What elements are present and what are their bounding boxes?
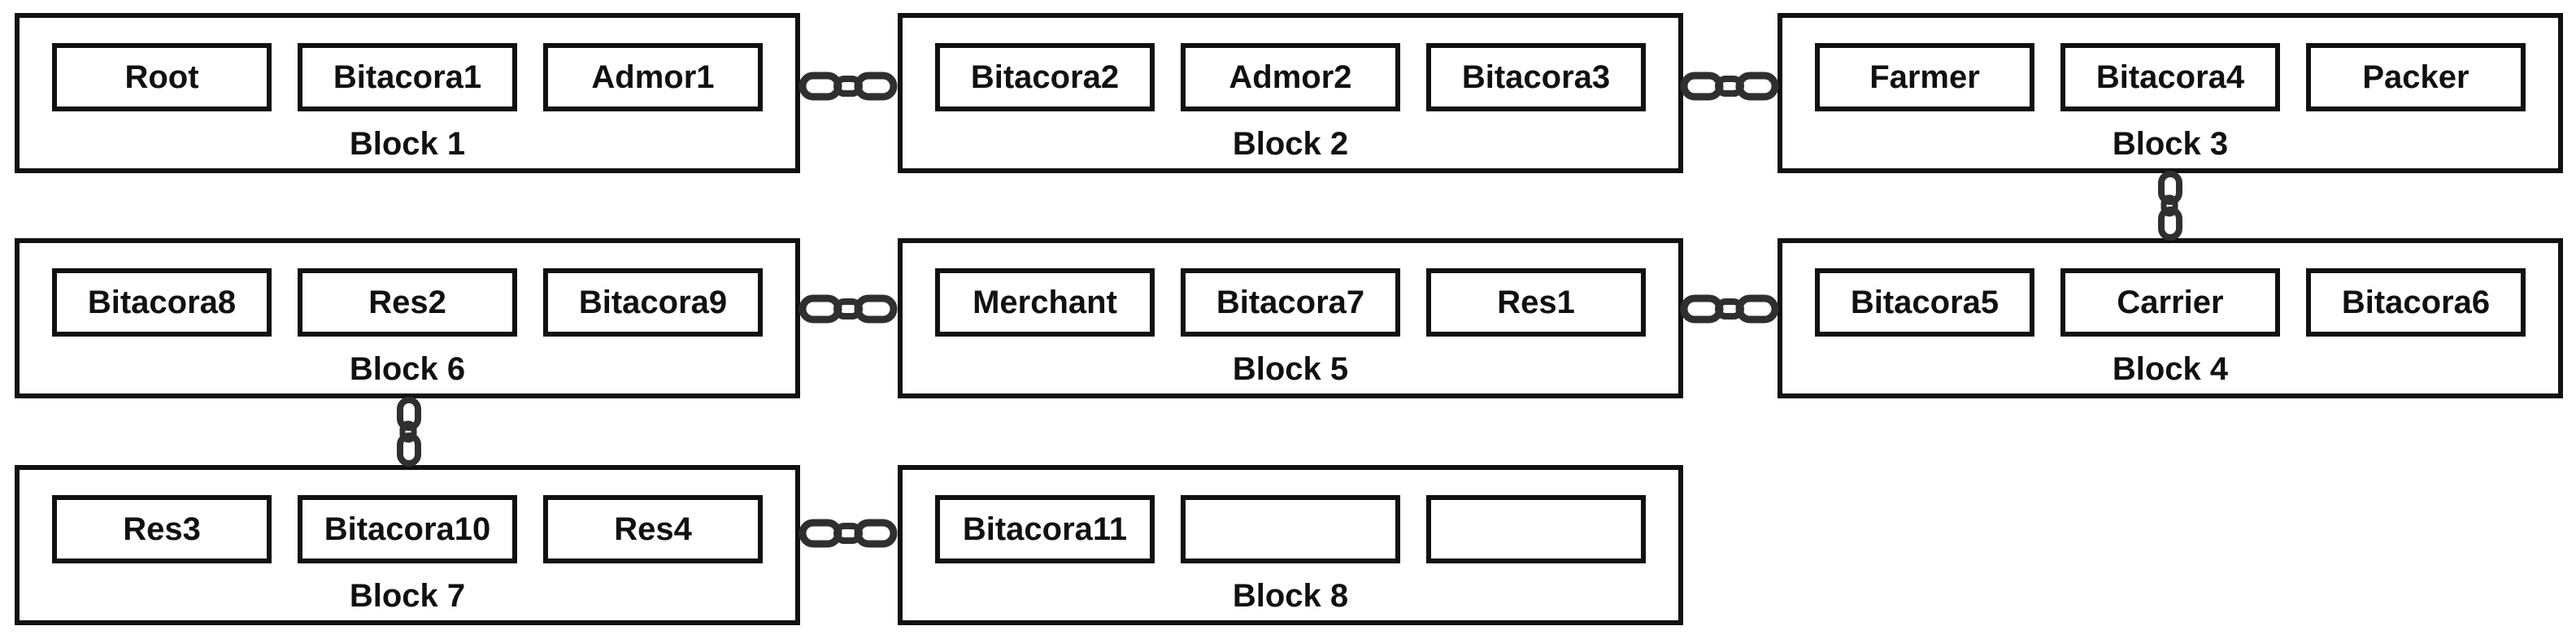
chain-link-icon-block6-block7 — [397, 397, 421, 467]
cell-res3: Res3 — [52, 495, 272, 563]
cell-farmer: Farmer — [1815, 43, 2034, 111]
cell-bitacora10: Bitacora10 — [298, 495, 517, 563]
cell-res1: Res1 — [1426, 268, 1646, 337]
chain-link-icon-block5-block4 — [1680, 294, 1779, 324]
cell-root: Root — [52, 43, 272, 111]
block-7-cells: Res3 Bitacora10 Res4 — [20, 495, 795, 563]
block-1-cells: Root Bitacora1 Admor1 — [20, 43, 795, 111]
cell-bitacora3: Bitacora3 — [1426, 43, 1646, 111]
chain-link-icon-block6-block5 — [798, 294, 898, 324]
block-8-label: Block 8 — [1232, 578, 1349, 614]
chain-link-icon-block3-block4 — [2158, 171, 2182, 241]
cell-bitacora6: Bitacora6 — [2306, 268, 2526, 337]
block-7-label: Block 7 — [349, 578, 466, 614]
block-4: Bitacora5 Carrier Bitacora6 Block 4 — [1778, 238, 2563, 398]
cell-bitacora7: Bitacora7 — [1181, 268, 1400, 337]
block-1-label: Block 1 — [349, 126, 466, 162]
block-5-cells: Merchant Bitacora7 Res1 — [903, 268, 1678, 337]
cell-merchant: Merchant — [935, 268, 1155, 337]
cell-empty-1 — [1181, 495, 1400, 563]
block-3-label: Block 3 — [2112, 126, 2229, 162]
chain-link-icon-block1-block2 — [798, 72, 898, 101]
block-2-cells: Bitacora2 Admor2 Bitacora3 — [903, 43, 1678, 111]
block-2: Bitacora2 Admor2 Bitacora3 Block 2 — [898, 13, 1683, 173]
block-7: Res3 Bitacora10 Res4 Block 7 — [15, 465, 800, 625]
cell-bitacora11: Bitacora11 — [935, 495, 1155, 563]
block-4-label: Block 4 — [2112, 351, 2229, 387]
cell-res2: Res2 — [298, 268, 517, 337]
cell-carrier: Carrier — [2060, 268, 2280, 337]
block-3-cells: Farmer Bitacora4 Packer — [1782, 43, 2558, 111]
block-5: Merchant Bitacora7 Res1 Block 5 — [898, 238, 1683, 398]
block-6-cells: Bitacora8 Res2 Bitacora9 — [20, 268, 795, 337]
block-1: Root Bitacora1 Admor1 Block 1 — [15, 13, 800, 173]
block-8-cells: Bitacora11 — [903, 495, 1678, 563]
cell-bitacora5: Bitacora5 — [1815, 268, 2034, 337]
block-2-label: Block 2 — [1232, 126, 1349, 162]
cell-bitacora1: Bitacora1 — [298, 43, 517, 111]
cell-bitacora4: Bitacora4 — [2060, 43, 2280, 111]
block-8: Bitacora11 Block 8 — [898, 465, 1683, 625]
cell-admor2: Admor2 — [1181, 43, 1400, 111]
cell-res4: Res4 — [543, 495, 763, 563]
block-5-label: Block 5 — [1232, 351, 1349, 387]
cell-admor1: Admor1 — [543, 43, 763, 111]
chain-link-icon-block7-block8 — [798, 519, 898, 548]
block-3: Farmer Bitacora4 Packer Block 3 — [1778, 13, 2563, 173]
cell-bitacora8: Bitacora8 — [52, 268, 272, 337]
cell-packer: Packer — [2306, 43, 2526, 111]
block-6: Bitacora8 Res2 Bitacora9 Block 6 — [15, 238, 800, 398]
cell-empty-2 — [1426, 495, 1646, 563]
cell-bitacora2: Bitacora2 — [935, 43, 1155, 111]
cell-bitacora9: Bitacora9 — [543, 268, 763, 337]
block-6-label: Block 6 — [349, 351, 466, 387]
chain-link-icon-block2-block3 — [1680, 72, 1779, 101]
block-4-cells: Bitacora5 Carrier Bitacora6 — [1782, 268, 2558, 337]
